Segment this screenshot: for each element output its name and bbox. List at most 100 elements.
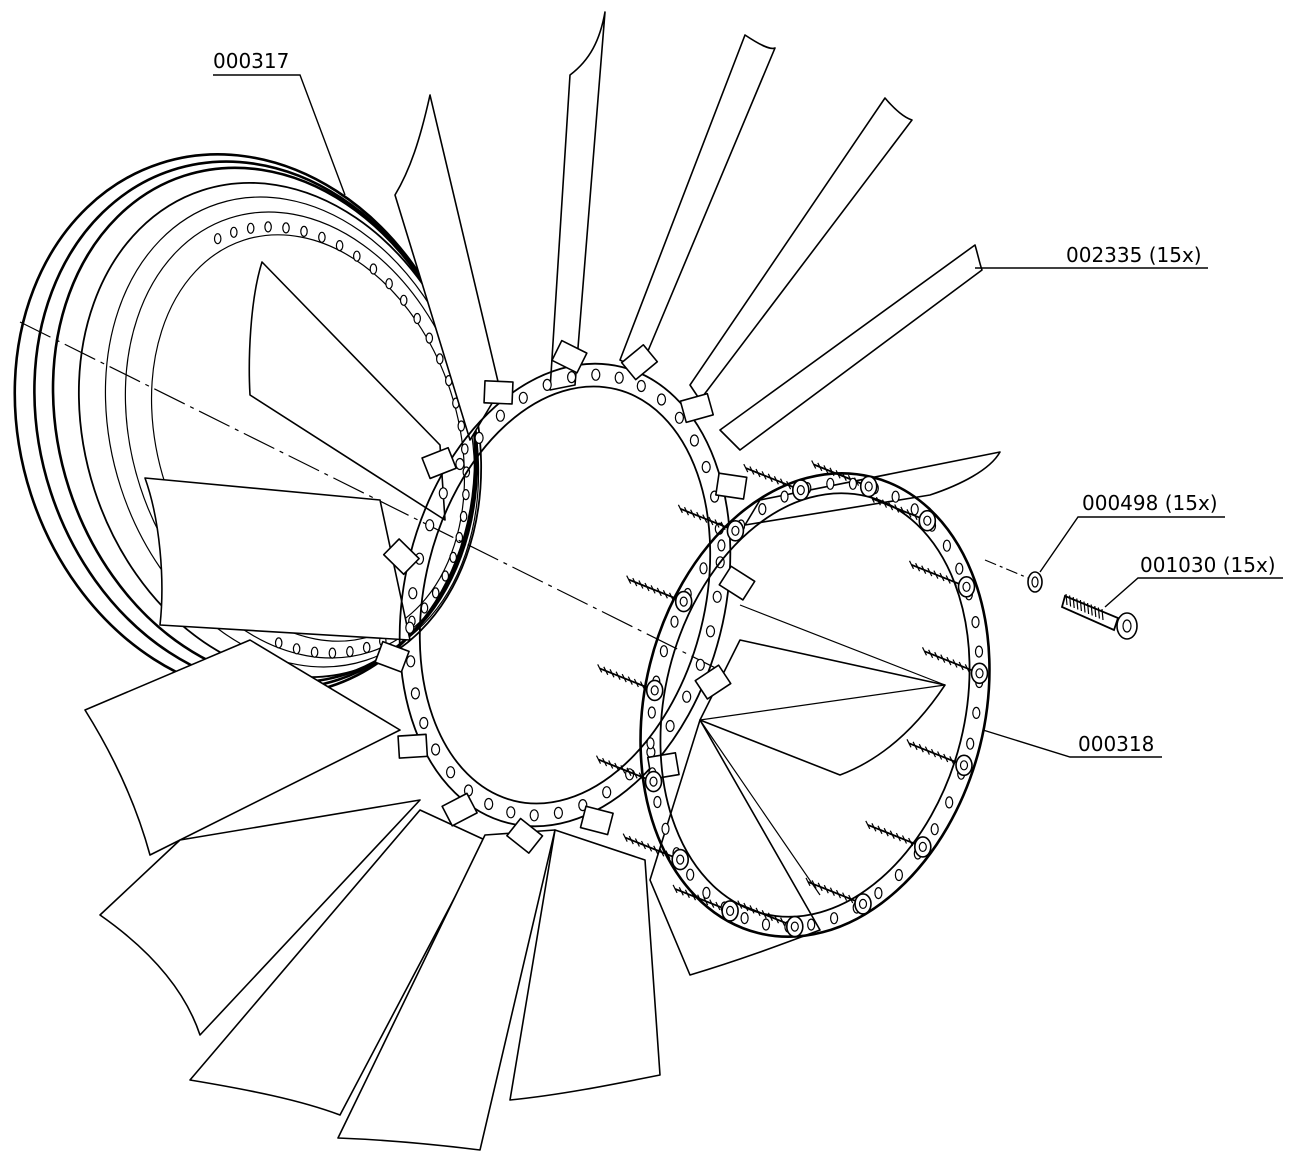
bolt-head [674,590,693,613]
blade-bracket [679,392,715,424]
socket-head-screw [1060,593,1138,640]
bolt-head [918,509,937,532]
ring-hole [910,503,919,516]
stud [745,467,802,491]
washer [1027,571,1043,593]
shroud-hole [352,250,361,262]
bolt-head [957,575,976,598]
label-shroud: 000317 [213,49,289,73]
clamping-ring [595,460,991,938]
bolt-head [726,519,745,542]
ring-hole [699,562,708,575]
blade [699,639,946,776]
hub-hole [474,431,484,444]
hub-hole [591,368,601,381]
ring-hole [974,645,984,658]
blade [549,11,606,391]
ring-hole [740,911,749,925]
blade-bracket [715,472,748,500]
shroud-hole [310,646,319,658]
shroud-hole [459,510,468,523]
shroud-hole [362,641,371,654]
bolt-head [785,915,804,938]
shroud-hole [385,278,393,290]
hub-hole [438,487,448,500]
blade-bracket [421,446,457,480]
hub-hole [408,587,418,600]
label-washer: 000498 (15x) [1082,491,1218,515]
hub-hole [506,806,516,819]
ring-hole [971,615,980,629]
blade [144,477,411,641]
shroud-hole [457,420,466,432]
callout-washer: 000498 (15x) [1039,491,1225,573]
hub-hole [446,766,456,779]
bolt-head [970,662,989,685]
hub-hole [602,786,612,799]
callout-ring: 000318 [982,729,1162,758]
ring-hole [653,795,662,809]
hub-hole [529,809,539,822]
shroud-hole [399,294,408,306]
hub-hole [495,409,505,422]
hub-hole [712,590,722,603]
hub-hole [614,371,624,384]
bolt-head [721,900,739,922]
blade [719,244,983,451]
blade-bracket [718,565,756,601]
ring-hole [829,912,839,925]
ring-hole [702,886,711,900]
ring-hole [761,918,771,931]
blade-bracket [382,538,420,576]
callout-shroud: 000317 [213,49,346,196]
hub-hole [405,621,415,634]
blade [84,639,401,856]
bolt-head [791,479,810,501]
blade [248,261,446,521]
hub-hole [656,393,667,406]
blade-bracket [483,380,514,405]
stud [598,758,654,783]
blade-bracket [441,792,478,827]
bolt-head [644,770,663,793]
shroud-hole [318,231,326,243]
blade [649,719,821,976]
hub-hole [695,658,705,671]
blade-bracket [620,344,659,381]
shroud-hole [230,226,238,238]
shroud-hole [449,551,458,564]
shroud-hole [369,263,378,275]
ring-hole [891,490,900,503]
hub-hole [542,378,552,391]
stud [813,463,870,488]
ring-hole [646,737,655,750]
hub-hole [425,519,435,532]
hub-hole [455,457,465,471]
blade-bracket [694,664,732,700]
ring-hole [780,490,789,503]
ring-hole [758,503,767,516]
ring-hole [966,737,975,750]
hub-hole [705,625,716,638]
shroud-hole [460,443,469,455]
ring-hole [930,823,939,836]
ring-hole [659,645,669,658]
bolt-head [859,475,878,498]
blade [99,799,421,1036]
bolt-head [854,893,872,915]
blade [689,97,913,401]
hub-hole [682,690,692,703]
ring-hole [942,539,952,552]
blade-brackets [374,339,756,854]
blade-bracket [374,640,410,673]
hub-hole [701,460,711,474]
ring-hole [874,886,883,900]
shroud-hole [300,225,308,237]
label-ring: 000318 [1078,732,1154,756]
hub-hole [518,391,528,404]
shroud-hole [328,647,337,659]
shroud-hole [441,570,450,582]
ring-hole [955,562,964,575]
bolt-head [913,836,932,858]
